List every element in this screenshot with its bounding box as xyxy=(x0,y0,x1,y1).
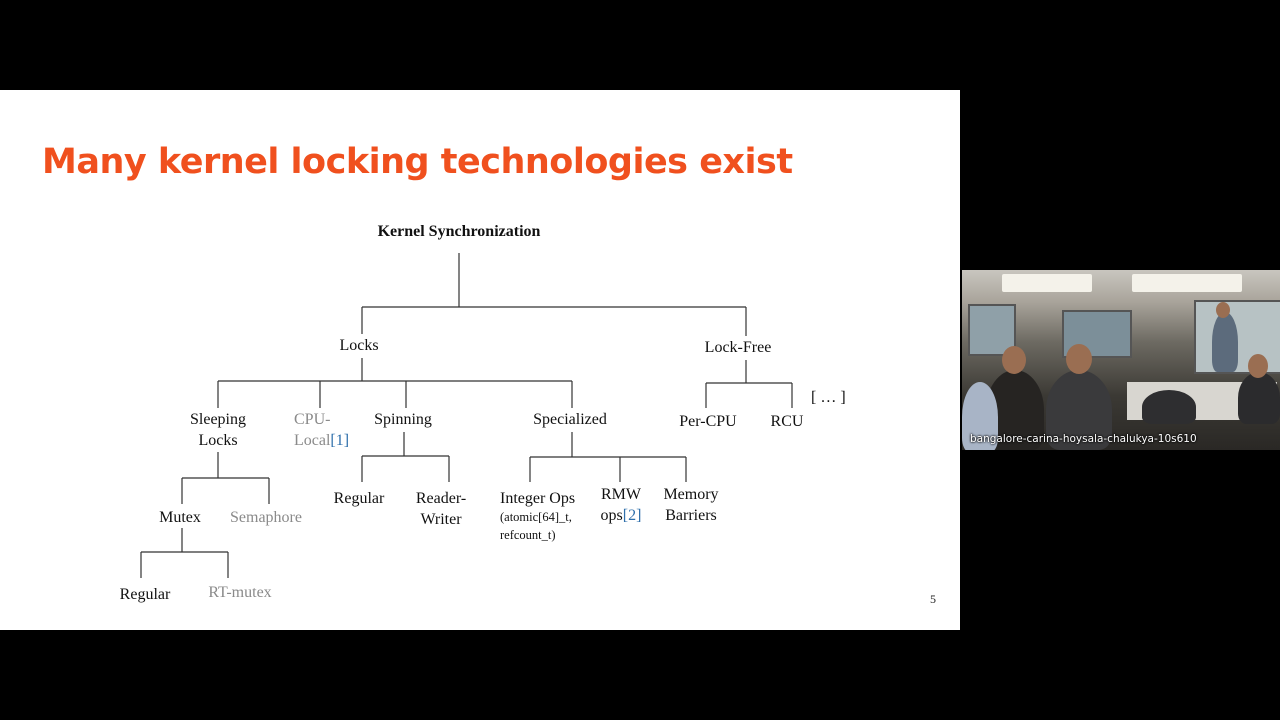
node-reader-writer-line2: Writer xyxy=(420,511,462,528)
presentation-slide: Many kernel locking technologies exist xyxy=(0,90,960,630)
slide-title: Many kernel locking technologies exist xyxy=(42,142,793,182)
audience-person xyxy=(962,382,998,450)
node-integer-ops-detail-line2: refcount_t) xyxy=(500,528,556,542)
node-lock-free: Lock-Free xyxy=(704,339,772,356)
node-integer-ops-detail: (atomic[64]_t, refcount_t) xyxy=(500,508,572,544)
node-spinning: Spinning xyxy=(374,411,432,428)
node-rcu: RCU xyxy=(770,413,804,430)
audience-person xyxy=(1046,370,1112,450)
node-rmw-ops-line2: ops xyxy=(600,507,623,524)
citation-link-2: [2] xyxy=(622,507,642,524)
node-integer-ops: Integer Ops xyxy=(500,490,576,507)
node-spinning-regular: Regular xyxy=(333,490,385,507)
audience-person xyxy=(1238,372,1280,424)
node-memory-barriers-line1: Memory xyxy=(663,486,719,503)
standing-person xyxy=(1212,312,1238,372)
backpack xyxy=(1142,390,1196,424)
node-specialized: Specialized xyxy=(533,411,607,428)
node-mutex-regular: Regular xyxy=(119,586,171,603)
audience-head xyxy=(1066,344,1092,374)
node-kernel-synchronization: Kernel Synchronization xyxy=(377,223,541,240)
node-reader-writer: Reader- Writer xyxy=(416,488,466,530)
node-sleeping-locks: Sleeping Locks xyxy=(190,409,246,451)
node-ellipsis: [ … ] xyxy=(811,389,846,406)
webcam-video-tile[interactable]: bangalore-carina-hoysala-chalukya-10s610 xyxy=(962,270,1280,450)
node-integer-ops-detail-line1: (atomic[64]_t, xyxy=(500,510,572,524)
slide-page-number: 5 xyxy=(930,592,936,606)
ceiling-light xyxy=(1002,274,1092,292)
ceiling-light xyxy=(1132,274,1242,292)
tree-connectors xyxy=(140,253,793,578)
node-reader-writer-line1: Reader- xyxy=(415,490,467,507)
node-cpu-local-line1: CPU- xyxy=(294,411,331,428)
node-mutex: Mutex xyxy=(159,509,201,526)
node-cpu-local-line2: Local xyxy=(294,432,331,449)
audience-head xyxy=(1248,354,1268,378)
participant-name-label: bangalore-carina-hoysala-chalukya-10s610 xyxy=(970,433,1197,445)
standing-person-head xyxy=(1216,302,1230,318)
node-memory-barriers: Memory Barriers xyxy=(663,484,718,526)
node-per-cpu: Per-CPU xyxy=(679,413,737,430)
node-memory-barriers-line2: Barriers xyxy=(665,507,717,524)
audience-head xyxy=(1002,346,1026,374)
node-semaphore: Semaphore xyxy=(230,509,302,526)
node-cpu-local: CPU- Local[1] xyxy=(294,409,349,451)
node-sleeping-locks-line1: Sleeping xyxy=(190,411,246,428)
node-rmw-ops: RMW ops[2] xyxy=(601,484,642,526)
node-sleeping-locks-line2: Locks xyxy=(198,432,238,449)
citation-link-1: [1] xyxy=(330,432,350,449)
node-rmw-ops-line1: RMW xyxy=(600,486,641,503)
node-rt-mutex: RT-mutex xyxy=(208,584,272,601)
node-locks: Locks xyxy=(339,337,379,354)
